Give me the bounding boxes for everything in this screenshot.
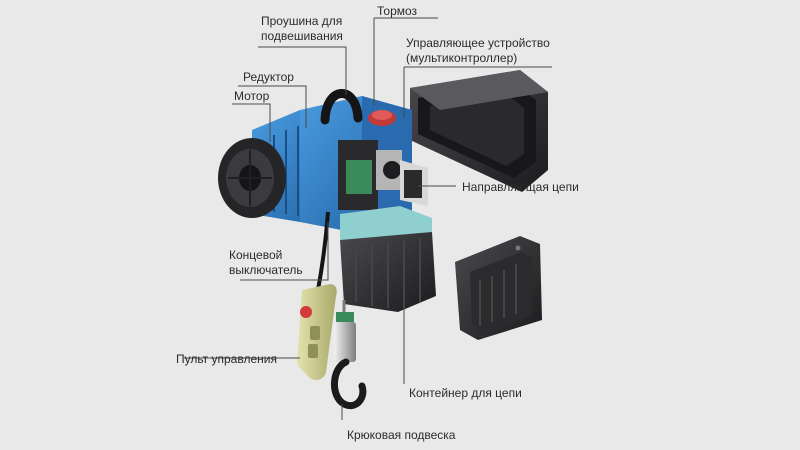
label-eye: Проушина для подвешивания (261, 14, 343, 44)
label-controller-line1: Управляющее устройство (406, 36, 550, 50)
leader-lines (184, 17, 552, 420)
label-pendant: Пульт управления (176, 352, 277, 366)
hook-block-part (331, 312, 367, 409)
gearbox-frame (300, 96, 412, 234)
chain-container-part (340, 232, 436, 312)
label-controller-line2: (мультиконтроллер) (406, 51, 518, 65)
pendant-part (296, 284, 337, 380)
label-limit-switch-line1: Концевой (229, 248, 283, 262)
pendant-cable (316, 211, 330, 291)
brake-part (368, 110, 396, 126)
label-gearbox: Редуктор (243, 70, 294, 84)
label-brake: Тормоз (377, 4, 418, 18)
controller-cover (410, 70, 548, 192)
label-chain-guide: Направляющая цепи (462, 180, 579, 194)
label-limit-switch-line2: выключатель (229, 263, 303, 277)
label-eye-line1: Проушина для (261, 14, 343, 28)
label-hook-block: Крюковая подвеска (347, 428, 456, 442)
label-chain-container: Контейнер для цепи (409, 386, 522, 400)
suspension-eye (320, 89, 363, 125)
label-limit-switch: Концевой выключатель (229, 248, 303, 278)
label-eye-line2: подвешивания (261, 29, 343, 43)
container-cover (455, 236, 542, 340)
label-motor: Мотор (234, 89, 270, 103)
label-controller: Управляющее устройство (мультиконтроллер… (406, 36, 550, 66)
